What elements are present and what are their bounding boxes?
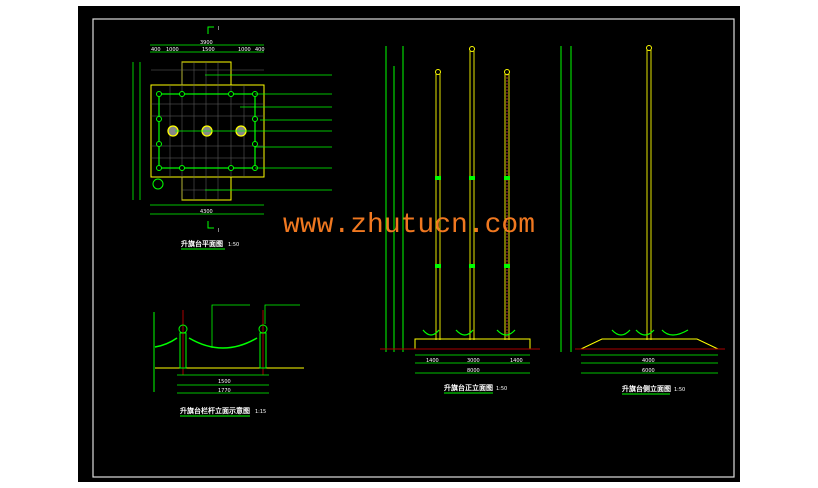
side-flagpole-top <box>646 45 652 51</box>
cad-drawing-sheet: I I 3900 400 1000 1500 1000 400 <box>78 6 740 482</box>
section-mark-bottom <box>207 221 214 229</box>
flagpole-top-left <box>435 69 441 75</box>
watermark: www.zhutucn.com <box>283 210 535 241</box>
plan-dim: 400 <box>255 47 265 53</box>
plan-scale: 1:50 <box>228 242 239 248</box>
side-scale: 1:50 <box>674 387 685 393</box>
railing-title: 升旗台栏杆立面示意图 <box>180 406 250 415</box>
plan-dim: 1500 <box>202 47 215 53</box>
plan-title: 升旗台平面图 <box>181 239 223 248</box>
front-scale: 1:50 <box>496 386 507 392</box>
side-base <box>580 338 719 350</box>
front-dim-total: 8000 <box>467 368 480 374</box>
railing-dim-total: 1770 <box>218 388 231 394</box>
section-label-top: I <box>218 26 219 32</box>
front-base <box>414 338 531 350</box>
railing-chain <box>188 337 258 349</box>
drawing-frame <box>92 18 735 478</box>
plan-stair-bottom <box>181 176 232 201</box>
front-dim: 1400 <box>510 358 523 364</box>
section-mark-top <box>207 26 214 34</box>
plan-dim-overall: 3900 <box>200 40 213 46</box>
flagpole-top-center <box>469 46 475 52</box>
railing-detail: 1500 1770 升旗台栏杆立面示意图 1:15 <box>153 304 304 417</box>
plan-dim: 1000 <box>166 47 179 53</box>
flagpole-top-right <box>504 69 510 75</box>
front-dim: 3000 <box>467 358 480 364</box>
side-title: 升旗台侧立面图 <box>622 384 671 393</box>
plan-dim-bottom: 4300 <box>200 209 213 215</box>
front-dim: 1400 <box>426 358 439 364</box>
cad-drawing: I I 3900 400 1000 1500 1000 400 <box>92 18 735 478</box>
railing-scale: 1:15 <box>255 409 266 415</box>
side-elevation: 4000 6000 升旗台侧立面图 1:50 <box>560 45 725 395</box>
front-elevation: 1400 3000 1400 8000 升旗台正立面图 1:50 <box>380 46 540 394</box>
plan-view: I I 3900 400 1000 1500 1000 400 <box>132 26 332 250</box>
plan-dim: 400 <box>151 47 161 53</box>
plan-dim: 1000 <box>238 47 251 53</box>
plan-stair-top <box>181 61 232 86</box>
railing-dim-span: 1500 <box>218 379 231 385</box>
section-label-bottom: I <box>218 228 219 234</box>
side-dim-total: 6000 <box>642 368 655 374</box>
front-title: 升旗台正立面图 <box>444 383 493 392</box>
side-dim-mid: 4000 <box>642 358 655 364</box>
north-symbol <box>152 178 164 190</box>
